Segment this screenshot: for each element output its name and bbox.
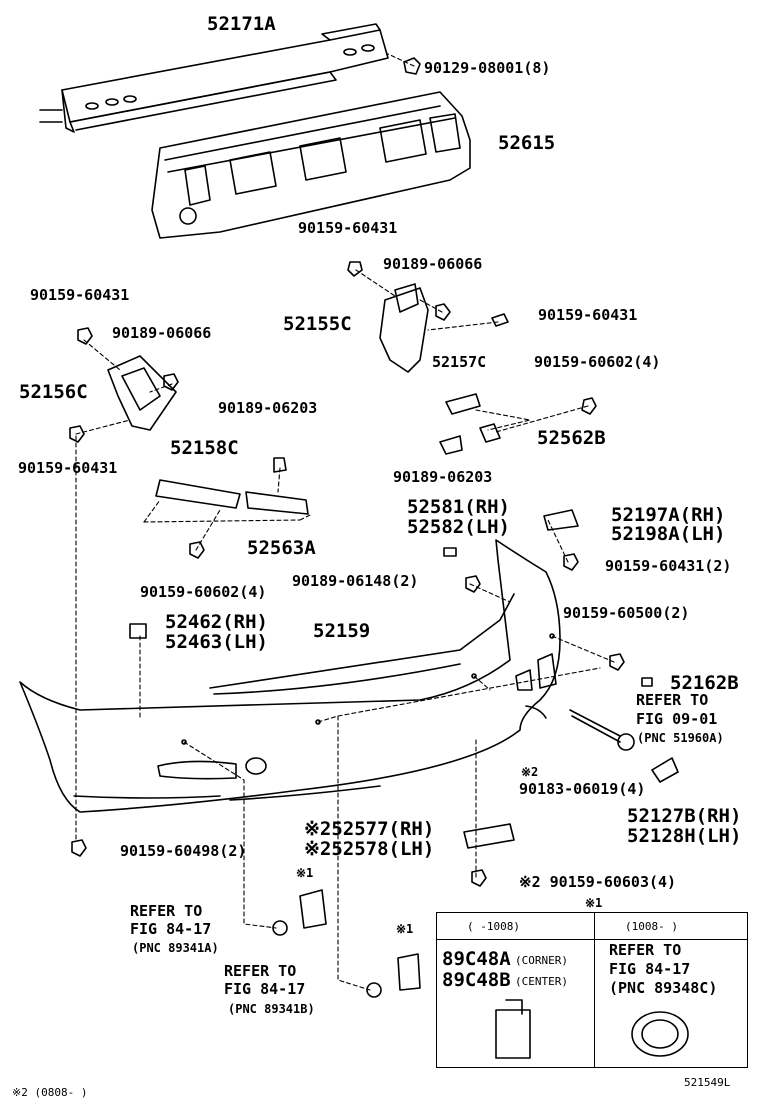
bumper-cover [19, 539, 561, 813]
label-90159-60602-right[interactable]: 90159-60602(4) [534, 353, 661, 371]
legend-divider-horizontal [437, 939, 747, 940]
refer-pnc-89341b-pnc: (PNC 89341B) [228, 1002, 315, 1016]
mark-1-a: ※1 [296, 866, 314, 880]
label-52155C[interactable]: 52155C [283, 313, 352, 335]
side-brackets [107, 283, 579, 531]
legend-part-89C48B[interactable]: 89C48B [442, 969, 511, 991]
label-52562B[interactable]: 52562B [537, 427, 606, 449]
label-90159-60431-right[interactable]: 90159-60431 [538, 306, 638, 324]
legend-part-89C48B-note: (CENTER) [515, 975, 568, 988]
label-52581-rh[interactable]: 52581(RH) [407, 496, 510, 518]
mark-2-a: ※2 [521, 765, 539, 779]
label-90159-60431-left1[interactable]: 90159-60431 [30, 286, 130, 304]
refer-pnc-89341b-link[interactable]: FIG 84-17 [224, 980, 306, 998]
label-52198A-lh[interactable]: 52198A(LH) [611, 523, 726, 545]
legend-part-89C48A-note: (CORNER) [515, 954, 568, 967]
legend-part-89C48A[interactable]: 89C48A [442, 948, 511, 970]
bumper-reinforcement [39, 23, 389, 133]
label-52162B[interactable]: 52162B [670, 672, 739, 694]
label-52128H-lh[interactable]: 52128H(LH) [627, 825, 742, 847]
label-90159-60500[interactable]: 90159-60500(2) [563, 604, 690, 622]
label-90159-60498[interactable]: 90159-60498(2) [120, 842, 247, 860]
label-90189-06148[interactable]: 90189-06148(2) [292, 572, 419, 590]
footnote-mark-2: ※2 (0808- ) [12, 1086, 88, 1099]
refer-fig-09-01-pnc: (PNC 51960A) [637, 731, 724, 745]
label-90129-08001[interactable]: 90129-08001(8) [424, 59, 551, 77]
refer-fig-09-01-line1: REFER TO [636, 691, 709, 709]
label-52577-rh[interactable]: ※252577(RH) [304, 818, 435, 840]
tow-hook [463, 709, 679, 849]
refer-fig-09-01-link[interactable]: FIG 09-01 [636, 710, 718, 728]
label-52563A[interactable]: 52563A [247, 537, 316, 559]
sensor-clips [272, 889, 689, 1059]
label-52615[interactable]: 52615 [498, 132, 556, 154]
label-52578-lh[interactable]: ※252578(LH) [304, 838, 435, 860]
legend-col-left-header: ( -1008) [467, 920, 520, 933]
label-52171A[interactable]: 52171A [207, 13, 276, 35]
legend-divider-vertical [594, 913, 595, 1067]
label-52158C[interactable]: 52158C [170, 437, 239, 459]
label-52197A-rh[interactable]: 52197A(RH) [611, 504, 726, 526]
leader-lines [75, 53, 615, 991]
label-52159[interactable]: 52159 [313, 620, 371, 642]
label-52463-lh[interactable]: 52463(LH) [165, 631, 268, 653]
label-52157C[interactable]: 52157C [432, 353, 487, 371]
label-90189-06203-a[interactable]: 90189-06203 [218, 399, 318, 417]
refer-pnc-89341b-line1: REFER TO [224, 962, 297, 980]
label-52127B-rh[interactable]: 52127B(RH) [627, 805, 742, 827]
refer-pnc-89341a-pnc: (PNC 89341A) [132, 941, 219, 955]
refer-pnc-89341a-link[interactable]: FIG 84-17 [130, 920, 212, 938]
legend-refer-line1: REFER TO [609, 941, 682, 959]
label-90159-60603[interactable]: ※2 90159-60603(4) [519, 873, 677, 891]
refer-pnc-89341a-line1: REFER TO [130, 902, 203, 920]
variant-legend-box: ( -1008) (1008- ) 89C48A (CORNER) 89C48B… [436, 912, 748, 1068]
label-90159-60431-2[interactable]: 90159-60431(2) [605, 557, 732, 575]
diagram-reference-code: 521549L [684, 1076, 731, 1089]
label-52462-rh[interactable]: 52462(RH) [165, 611, 268, 633]
label-90159-60431-top[interactable]: 90159-60431 [298, 219, 398, 237]
fasteners [69, 57, 653, 887]
label-90189-06203-b[interactable]: 90189-06203 [393, 468, 493, 486]
legend-refer-pnc: (PNC 89348C) [609, 979, 718, 997]
label-52156C[interactable]: 52156C [19, 381, 88, 403]
label-90189-06066-left[interactable]: 90189-06066 [112, 324, 212, 342]
label-52582-lh[interactable]: 52582(LH) [407, 516, 510, 538]
legend-mark-1: ※1 [585, 896, 603, 910]
bumper-energy-absorber [151, 91, 471, 239]
legend-col-right-header: (1008- ) [625, 920, 678, 933]
legend-refer-link[interactable]: FIG 84-17 [609, 960, 691, 978]
label-90159-60602-left[interactable]: 90159-60602(4) [140, 583, 267, 601]
label-90159-60431-left2[interactable]: 90159-60431 [18, 459, 118, 477]
label-90183-06019[interactable]: 90183-06019(4) [519, 780, 646, 798]
mark-1-b: ※1 [396, 922, 414, 936]
label-90189-06066-center[interactable]: 90189-06066 [383, 255, 483, 273]
